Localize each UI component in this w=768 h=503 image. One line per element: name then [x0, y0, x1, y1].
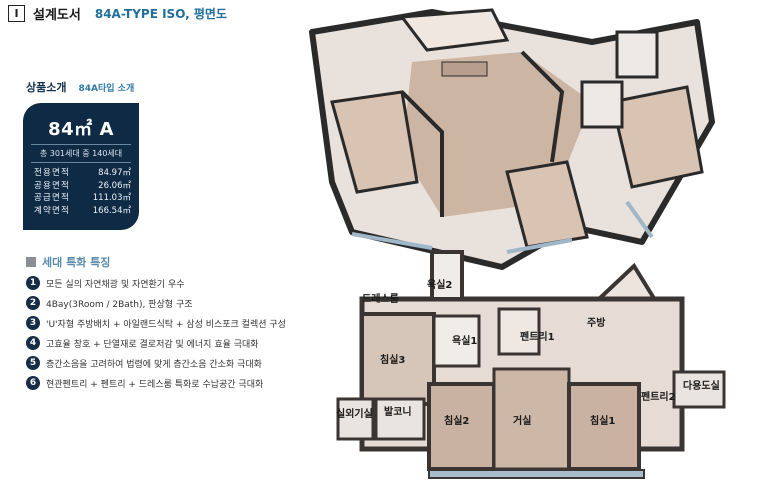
- room-label-dress: 드레스룸: [362, 292, 399, 305]
- iso-window: [625, 200, 654, 239]
- room-label-multi: 다용도실: [683, 379, 720, 392]
- card-divider: [31, 144, 131, 145]
- area-label: 계약면적: [34, 205, 71, 216]
- room-label-living: 거실: [513, 414, 531, 427]
- room-label-bath1: 욕실1: [452, 334, 477, 347]
- feature-number: 4: [26, 336, 40, 350]
- square-bullet-icon: [26, 257, 36, 267]
- feature-item: 6 현관펜트리 + 펜트리 + 드레스룸 특화로 수납공간 극대화: [26, 373, 286, 393]
- room-label-room1: 침실1: [590, 414, 615, 427]
- card-divider: [31, 162, 131, 163]
- iso-bath: [615, 30, 659, 79]
- plan-living-area: [492, 367, 571, 471]
- section-subtitle: 84A-TYPE ISO, 평면도: [94, 7, 227, 21]
- area-label: 공용면적: [34, 180, 71, 191]
- area-label: 전용면적: [34, 168, 71, 178]
- plan-balcony-area: [374, 397, 426, 441]
- area-row: 계약면적 166.54㎡: [34, 205, 131, 218]
- iso-bath: [580, 80, 624, 129]
- unit-count: 총 301세대 중 140세대: [39, 149, 123, 158]
- unit-type-card: 84㎡ A 총 301세대 중 140세대 전용면적 84.97㎡ 공용면적 26.…: [23, 103, 139, 230]
- room-label-room2: 침실2: [444, 414, 469, 427]
- intro-title: 상품소개: [26, 81, 67, 94]
- area-value: 166.54㎡: [92, 205, 131, 216]
- features-list: 1 모든 실의 자연채광 및 자연환기 우수 2 4Bay(3Room / 2Bat…: [26, 273, 286, 393]
- iso-room: [330, 90, 419, 194]
- section-number: I: [8, 5, 25, 22]
- area-value: 111.03㎡: [92, 193, 131, 203]
- features-title: 세대 특화 특징: [42, 256, 111, 269]
- room-label-bath2: 욕실2: [427, 278, 452, 291]
- room-label-room3: 침실3: [380, 353, 405, 366]
- plan-utility-area: [672, 370, 726, 409]
- iso-wall: [400, 90, 444, 217]
- iso-wall: [520, 50, 565, 163]
- feature-number: 1: [26, 276, 40, 290]
- features-header: 세대 특화 특징: [26, 254, 110, 270]
- area-value: 26.06㎡: [98, 180, 131, 191]
- feature-number: 5: [26, 356, 40, 370]
- iso-window: [351, 232, 433, 250]
- room-label-kitchen: 주방: [587, 316, 606, 329]
- floor-plan: 욕실2 드레스룸 주방 욕실1 펜트리1 침실3 펜트리2 다용도실 실외기실 …: [336, 250, 726, 479]
- feature-item: 4 고효율 창호 + 단열재로 결로저감 및 에너지 효율 극대화: [26, 333, 286, 353]
- area-row: 전용면적 84.97㎡: [34, 167, 131, 180]
- feature-number: 3: [26, 316, 40, 330]
- area-table: 전용면적 84.97㎡ 공용면적 26.06㎡ 공급면적 111.03㎡ 계약면적 16…: [34, 167, 131, 217]
- feature-item: 2 4Bay(3Room / 2Bath), 판상형 구조: [26, 293, 286, 313]
- plan-room1-area: [567, 382, 641, 471]
- iso-room: [505, 160, 589, 249]
- feature-text: 모든 실의 자연채광 및 자연환기 우수: [46, 279, 185, 290]
- area-row: 공급면적 111.03㎡: [34, 192, 131, 205]
- area-value: 84.97㎡: [98, 168, 131, 178]
- plan-bath2-area: [430, 250, 464, 301]
- iso-kitchen: [399, 8, 510, 52]
- feature-item: 3 'U'자형 주방배치 + 아일랜드식탁 + 삼성 비스포크 컬렉션 구성: [26, 313, 286, 333]
- section-title: 설계도서: [33, 8, 81, 23]
- room-label-pantry2: 펜트리2: [641, 390, 676, 403]
- room-label-outdoor: 실외기실: [336, 407, 373, 420]
- feature-text: 'U'자형 주방배치 + 아일랜드식탁 + 삼성 비스포크 컬렉션 구성: [46, 319, 286, 330]
- plan-outdoor-area: [336, 397, 375, 441]
- plan-bath1-area: [432, 314, 481, 368]
- intro-subtitle: 84A타입 소개: [78, 84, 135, 94]
- feature-item: 1 모든 실의 자연채광 및 자연환기 우수: [26, 273, 286, 293]
- feature-text: 4Bay(3Room / 2Bath), 판상형 구조: [46, 299, 193, 310]
- feature-text: 층간소음을 고려하여 법령에 맞게 층간소음 간소화 극대화: [46, 359, 262, 370]
- area-row: 공용면적 26.06㎡: [34, 180, 131, 193]
- iso-island: [441, 61, 488, 77]
- feature-item: 5 층간소음을 고려하여 법령에 맞게 층간소음 간소화 극대화: [26, 353, 286, 373]
- section-header: I 설계도서 84A-TYPE ISO, 평면도: [8, 4, 227, 23]
- room-label-balcony: 발코니: [384, 405, 412, 418]
- product-intro: 상품소개 84A타입 소개: [26, 79, 134, 95]
- area-label: 공급면적: [34, 193, 71, 203]
- plan-pantry1-area: [497, 307, 541, 356]
- plan-window-strip: [428, 469, 645, 479]
- isometric-view: [309, 8, 715, 270]
- feature-number: 2: [26, 296, 40, 310]
- unit-type: 84㎡ A: [48, 119, 114, 140]
- feature-number: 6: [26, 376, 40, 390]
- iso-room: [610, 85, 704, 189]
- feature-text: 현관펜트리 + 펜트리 + 드레스룸 특화로 수납공간 극대화: [46, 379, 264, 390]
- feature-text: 고효율 창호 + 단열재로 결로저감 및 에너지 효율 극대화: [46, 339, 259, 350]
- room-label-pantry1: 펜트리1: [520, 330, 555, 343]
- iso-window: [506, 238, 573, 254]
